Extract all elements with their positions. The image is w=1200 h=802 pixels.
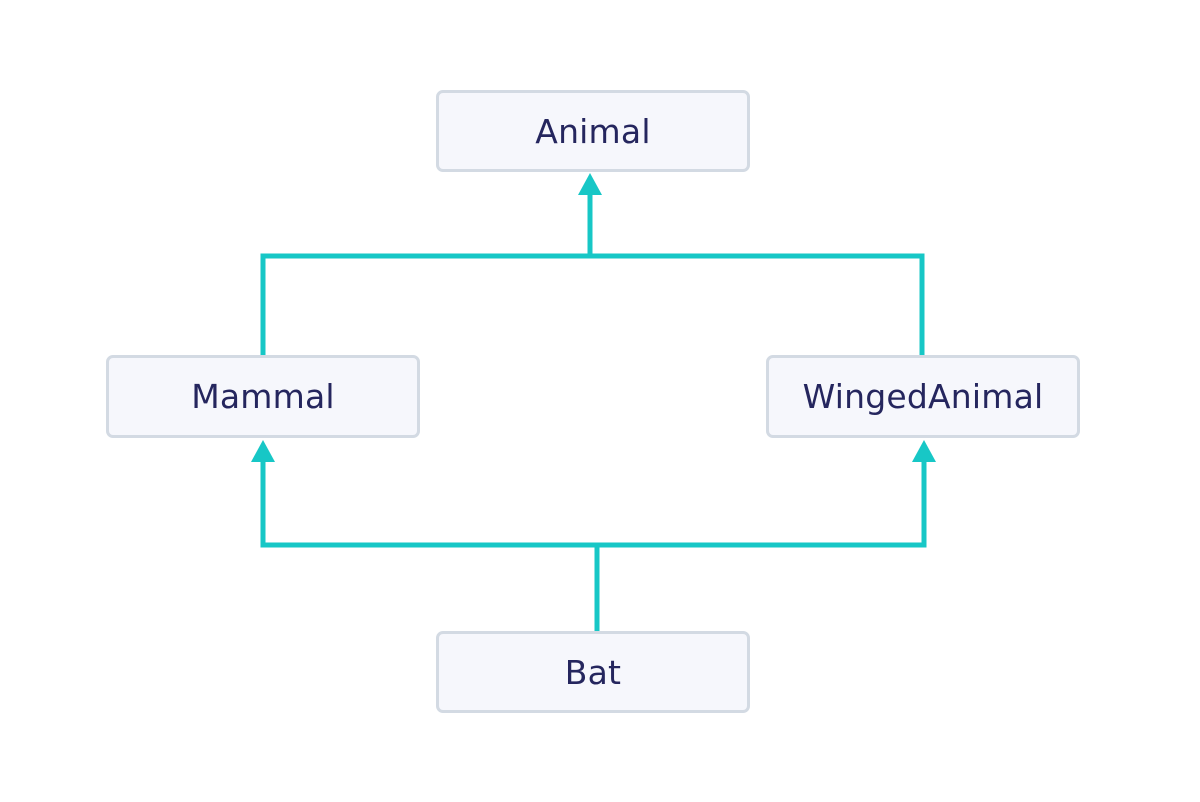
edge-bat-to-mammal bbox=[260, 458, 600, 631]
node-bat-label: Bat bbox=[564, 652, 622, 692]
node-animal-label: Animal bbox=[535, 111, 651, 151]
edge-bat-to-winged-animal bbox=[597, 458, 927, 548]
node-animal: Animal bbox=[436, 90, 750, 172]
node-winged-animal: WingedAnimal bbox=[766, 355, 1080, 438]
arrowhead-mammal bbox=[251, 440, 275, 462]
edge-winged-animal-to-animal bbox=[590, 253, 925, 355]
edge-mammal-to-animal bbox=[260, 192, 593, 355]
node-mammal: Mammal bbox=[106, 355, 420, 438]
arrowhead-winged-animal bbox=[912, 440, 936, 462]
node-mammal-label: Mammal bbox=[191, 377, 335, 416]
arrowhead-animal bbox=[578, 173, 602, 195]
node-bat: Bat bbox=[436, 631, 750, 713]
node-winged-animal-label: WingedAnimal bbox=[802, 377, 1044, 416]
